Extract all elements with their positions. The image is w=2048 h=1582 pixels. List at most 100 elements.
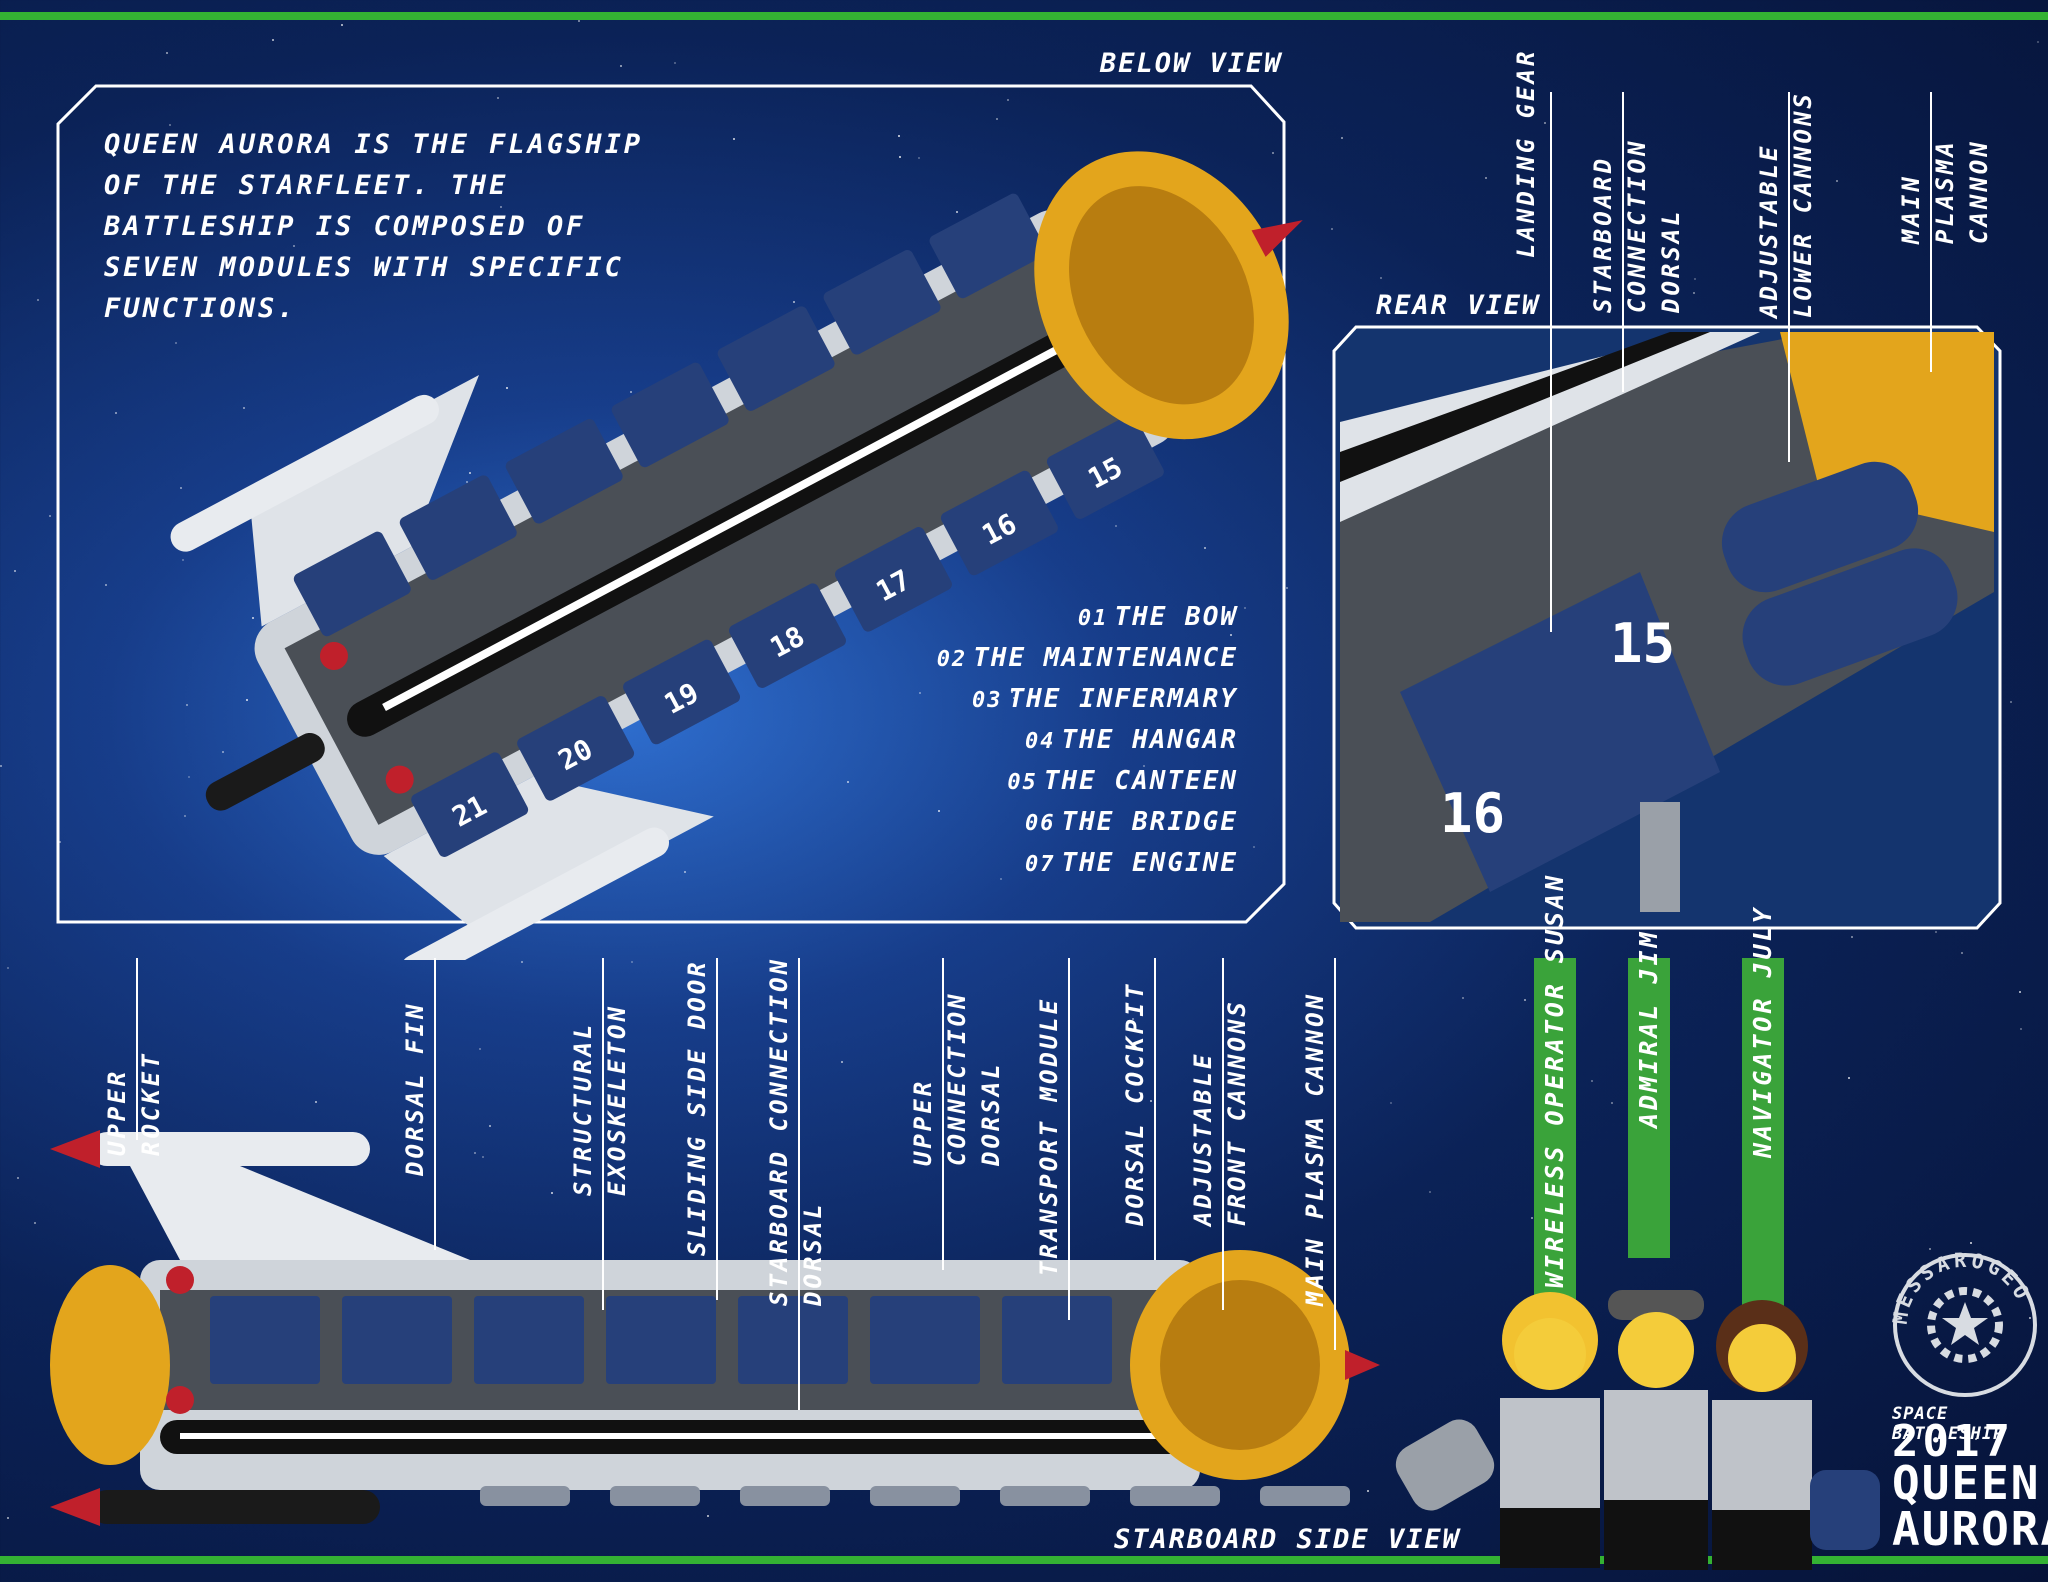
star (166, 52, 168, 54)
star (1591, 1080, 1593, 1082)
messarogeo-logo: MESSAROGEO (1890, 1250, 2037, 1397)
star (1230, 634, 1232, 636)
star (1462, 997, 1464, 999)
star (620, 65, 622, 67)
side-lower-pod (610, 1486, 700, 1506)
side-callout-leader (1334, 958, 1336, 1350)
star (184, 815, 186, 817)
star (1150, 1100, 1152, 1102)
star (1611, 1102, 1613, 1104)
star (1012, 661, 1014, 663)
module-name: THE HANGAR (1061, 725, 1238, 755)
rear-callout-starboard-connection-dorsal: STARBOARD CONNECTION DORSAL (1589, 138, 1685, 314)
star (1331, 228, 1333, 230)
side-callout: UPPER CONNECTION DORSAL (909, 991, 1005, 1167)
star (49, 515, 51, 517)
below-view-frame (56, 84, 1286, 924)
side-transport-module (474, 1296, 584, 1384)
star (1143, 765, 1145, 767)
star (1013, 697, 1015, 699)
side-transport-module (870, 1296, 980, 1384)
star (996, 118, 998, 120)
lower-rocket (400, 827, 670, 960)
star (175, 342, 177, 344)
star (674, 62, 676, 64)
star (1341, 137, 1343, 139)
module-name: THE CANTEEN (1043, 766, 1238, 796)
module-name: THE INFERMARY (1008, 684, 1238, 714)
crew-label-jim: ADMIRAL JIM (1634, 929, 1663, 1128)
side-callout-leader (1222, 958, 1224, 1310)
side-transport-module (1002, 1296, 1112, 1384)
side-lower-rocket (90, 1490, 380, 1524)
side-callout-leader (798, 958, 800, 1410)
side-callout-leader (942, 958, 944, 1270)
crew-stripe-jim (1628, 958, 1670, 1258)
side-rear-engine (50, 1265, 170, 1465)
star (59, 841, 61, 843)
star (938, 810, 940, 812)
star (252, 617, 254, 619)
star (482, 1156, 484, 1158)
transport-module (929, 193, 1047, 299)
star (34, 1222, 36, 1224)
top-green-bar (0, 12, 2048, 20)
star (1000, 878, 1002, 880)
star (631, 961, 633, 963)
module-name: THE ENGINE (1061, 848, 1238, 878)
star (1851, 936, 1853, 938)
intro-text: QUEEN AURORA IS THE FLAGSHIP OF THE STAR… (104, 129, 644, 324)
minifig-jim (1604, 1290, 1708, 1570)
star (173, 269, 175, 271)
leader-lower-cannons (1788, 92, 1790, 462)
star (293, 245, 295, 247)
side-callout-leader (602, 958, 604, 1310)
star (1367, 1490, 1369, 1492)
star (898, 135, 900, 137)
port-fin (249, 374, 480, 627)
transport-module (835, 527, 952, 632)
star (506, 387, 508, 389)
star (841, 1061, 843, 1063)
star (1848, 1077, 1850, 1079)
rear-module-number-1: 16 (1440, 782, 1505, 845)
star (479, 1048, 481, 1050)
star (1935, 931, 1937, 933)
star (222, 751, 224, 753)
star (7, 967, 9, 969)
rear-callout-main-plasma-cannon: MAIN PLASMA CANNON (1897, 139, 1993, 244)
star (521, 961, 523, 963)
crew-minifigures (1395, 1290, 1880, 1570)
module-number: 03 (972, 688, 1003, 713)
star (1961, 952, 1963, 954)
upper-rocket (170, 394, 439, 552)
star (1204, 547, 1206, 549)
star (578, 20, 580, 22)
star (489, 1125, 491, 1127)
ship-side-view (50, 1130, 1380, 1526)
star (2037, 41, 2039, 43)
star (469, 472, 471, 474)
star (1253, 846, 1255, 848)
bow-cannon (205, 732, 325, 811)
transport-module (623, 639, 741, 745)
star (1531, 1217, 1533, 1219)
starboard-side-view-label: STARBOARD SIDE VIEW (1114, 1524, 1461, 1555)
logo-name-line2: AURORA (1892, 1502, 2048, 1556)
side-callout: DORSAL FIN (401, 1001, 429, 1177)
minifig-july (1712, 1300, 1812, 1570)
star (1286, 587, 1288, 589)
star (105, 584, 107, 586)
module-name: THE MAINTENANCE (973, 643, 1238, 673)
star (1929, 1248, 1931, 1250)
landing-gear (1640, 802, 1680, 912)
star (1693, 292, 1695, 294)
rear-callout-landing-gear: LANDING GEAR (1512, 48, 1540, 258)
side-callout: TRANSPORT MODULE (1035, 996, 1063, 1276)
adjustable-lower-cannons (1721, 461, 1919, 593)
star (2019, 991, 2021, 993)
